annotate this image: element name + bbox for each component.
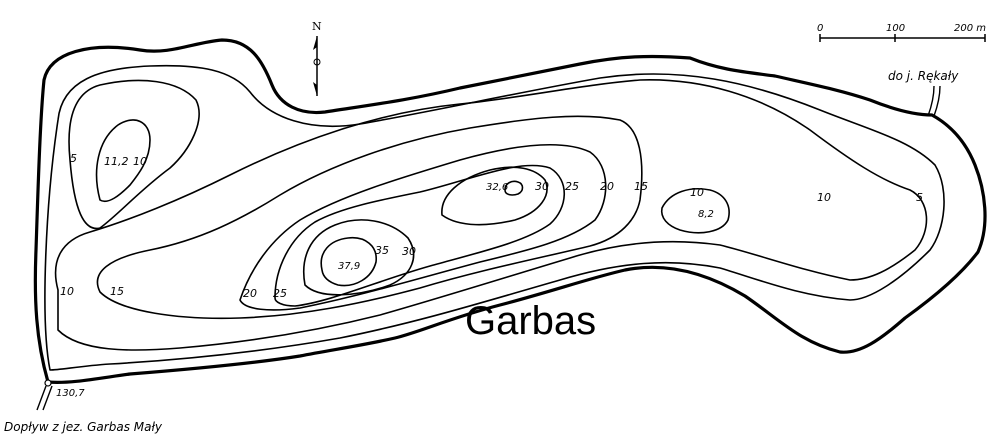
contour-west-inner — [95, 119, 151, 203]
label-east-5: 5 — [916, 191, 923, 204]
label-north-15: 15 — [634, 180, 648, 193]
label-west-10: 10 — [133, 155, 147, 168]
label-east-max: 8,2 — [698, 209, 714, 220]
outflow-stream: do j. Rękały — [888, 69, 959, 117]
label-west-max: 11,2 — [104, 155, 129, 168]
label-east-10b: 10 — [817, 191, 831, 204]
contour-west-outer — [68, 79, 200, 230]
label-deep-30: 30 — [402, 245, 416, 258]
contour-32-north — [504, 180, 524, 196]
contour-10 — [54, 79, 928, 351]
label-deep-max: 37,9 — [338, 261, 360, 272]
label-west-5: 5 — [70, 152, 77, 165]
svg-text:N: N — [312, 20, 322, 33]
inflow-label: Dopływ z jez. Garbas Mały — [4, 420, 163, 434]
label-left-15: 15 — [110, 285, 124, 298]
north-arrow-icon: N — [312, 20, 322, 96]
label-deep-35: 35 — [375, 244, 389, 257]
label-east-10: 10 — [690, 186, 704, 199]
label-left-10: 10 — [60, 285, 74, 298]
label-mid-25: 25 — [273, 287, 287, 300]
contour-5-outer — [44, 64, 945, 371]
scale-tick-200: 200 m — [954, 23, 986, 34]
scale-bar: 0 100 200 m — [817, 23, 986, 42]
lake-shoreline — [33, 38, 987, 384]
contour-30-north — [441, 166, 548, 226]
label-north-max: 32,6 — [486, 182, 508, 193]
inflow-stream: 130,7 Dopływ z jez. Garbas Mały — [4, 379, 163, 434]
label-north-20: 20 — [600, 180, 614, 193]
contour-30-deep — [303, 219, 415, 296]
contour-25 — [274, 164, 565, 307]
scale-tick-0: 0 — [817, 23, 823, 34]
scale-tick-100: 100 — [886, 23, 905, 34]
water-level-label: 130,7 — [56, 388, 85, 399]
label-north-30: 30 — [535, 180, 549, 193]
contour-10-east — [660, 188, 730, 234]
contour-20 — [239, 143, 607, 311]
label-mid-20: 20 — [243, 287, 257, 300]
outflow-label: do j. Rękały — [888, 69, 959, 83]
label-north-25: 25 — [565, 180, 579, 193]
contour-15 — [96, 115, 643, 320]
contour-35-deep — [320, 237, 377, 287]
map-title: Garbas — [465, 299, 596, 343]
